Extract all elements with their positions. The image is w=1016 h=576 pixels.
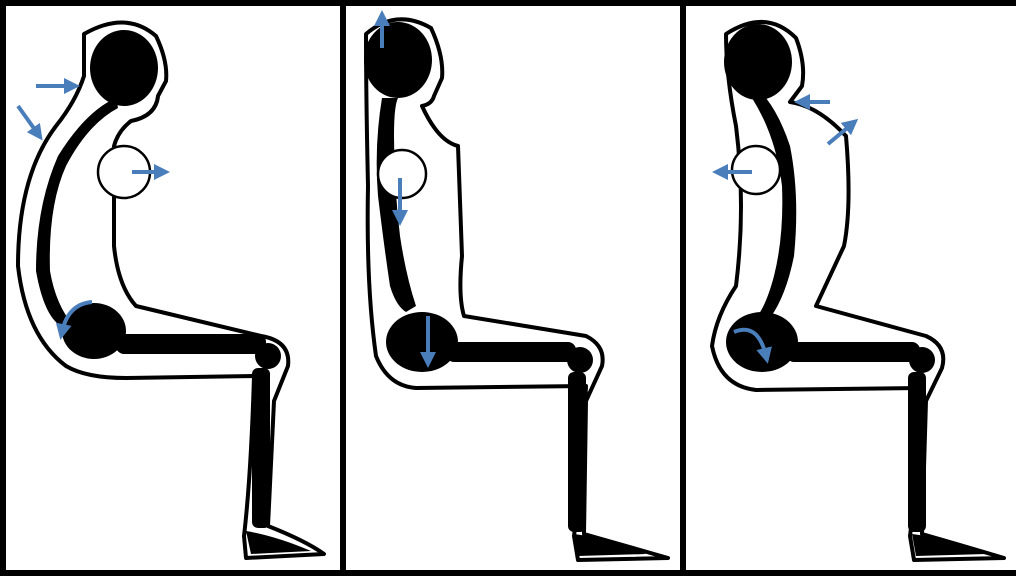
skull xyxy=(724,24,792,100)
arrow-upper-back xyxy=(18,106,38,134)
femur xyxy=(116,334,266,354)
femur xyxy=(786,342,920,362)
femur xyxy=(446,342,576,362)
tibia xyxy=(908,372,926,532)
upright-figure-svg xyxy=(346,6,680,570)
panel-over-arched-posture xyxy=(686,6,1016,570)
knee xyxy=(255,343,281,369)
body-outline xyxy=(18,22,324,558)
knee xyxy=(567,347,593,373)
tibia xyxy=(568,372,586,532)
foot xyxy=(912,534,986,556)
foot xyxy=(574,534,646,556)
knee xyxy=(909,347,935,373)
panel-upright-posture xyxy=(346,6,680,570)
slumped-figure-svg xyxy=(6,6,340,570)
skull xyxy=(90,30,158,106)
tibia xyxy=(252,368,270,528)
over-arched-figure-svg xyxy=(686,6,1016,570)
body-outline xyxy=(366,19,668,560)
skull xyxy=(364,22,432,98)
pelvis xyxy=(386,312,458,372)
panel-slumped-posture xyxy=(6,6,340,570)
